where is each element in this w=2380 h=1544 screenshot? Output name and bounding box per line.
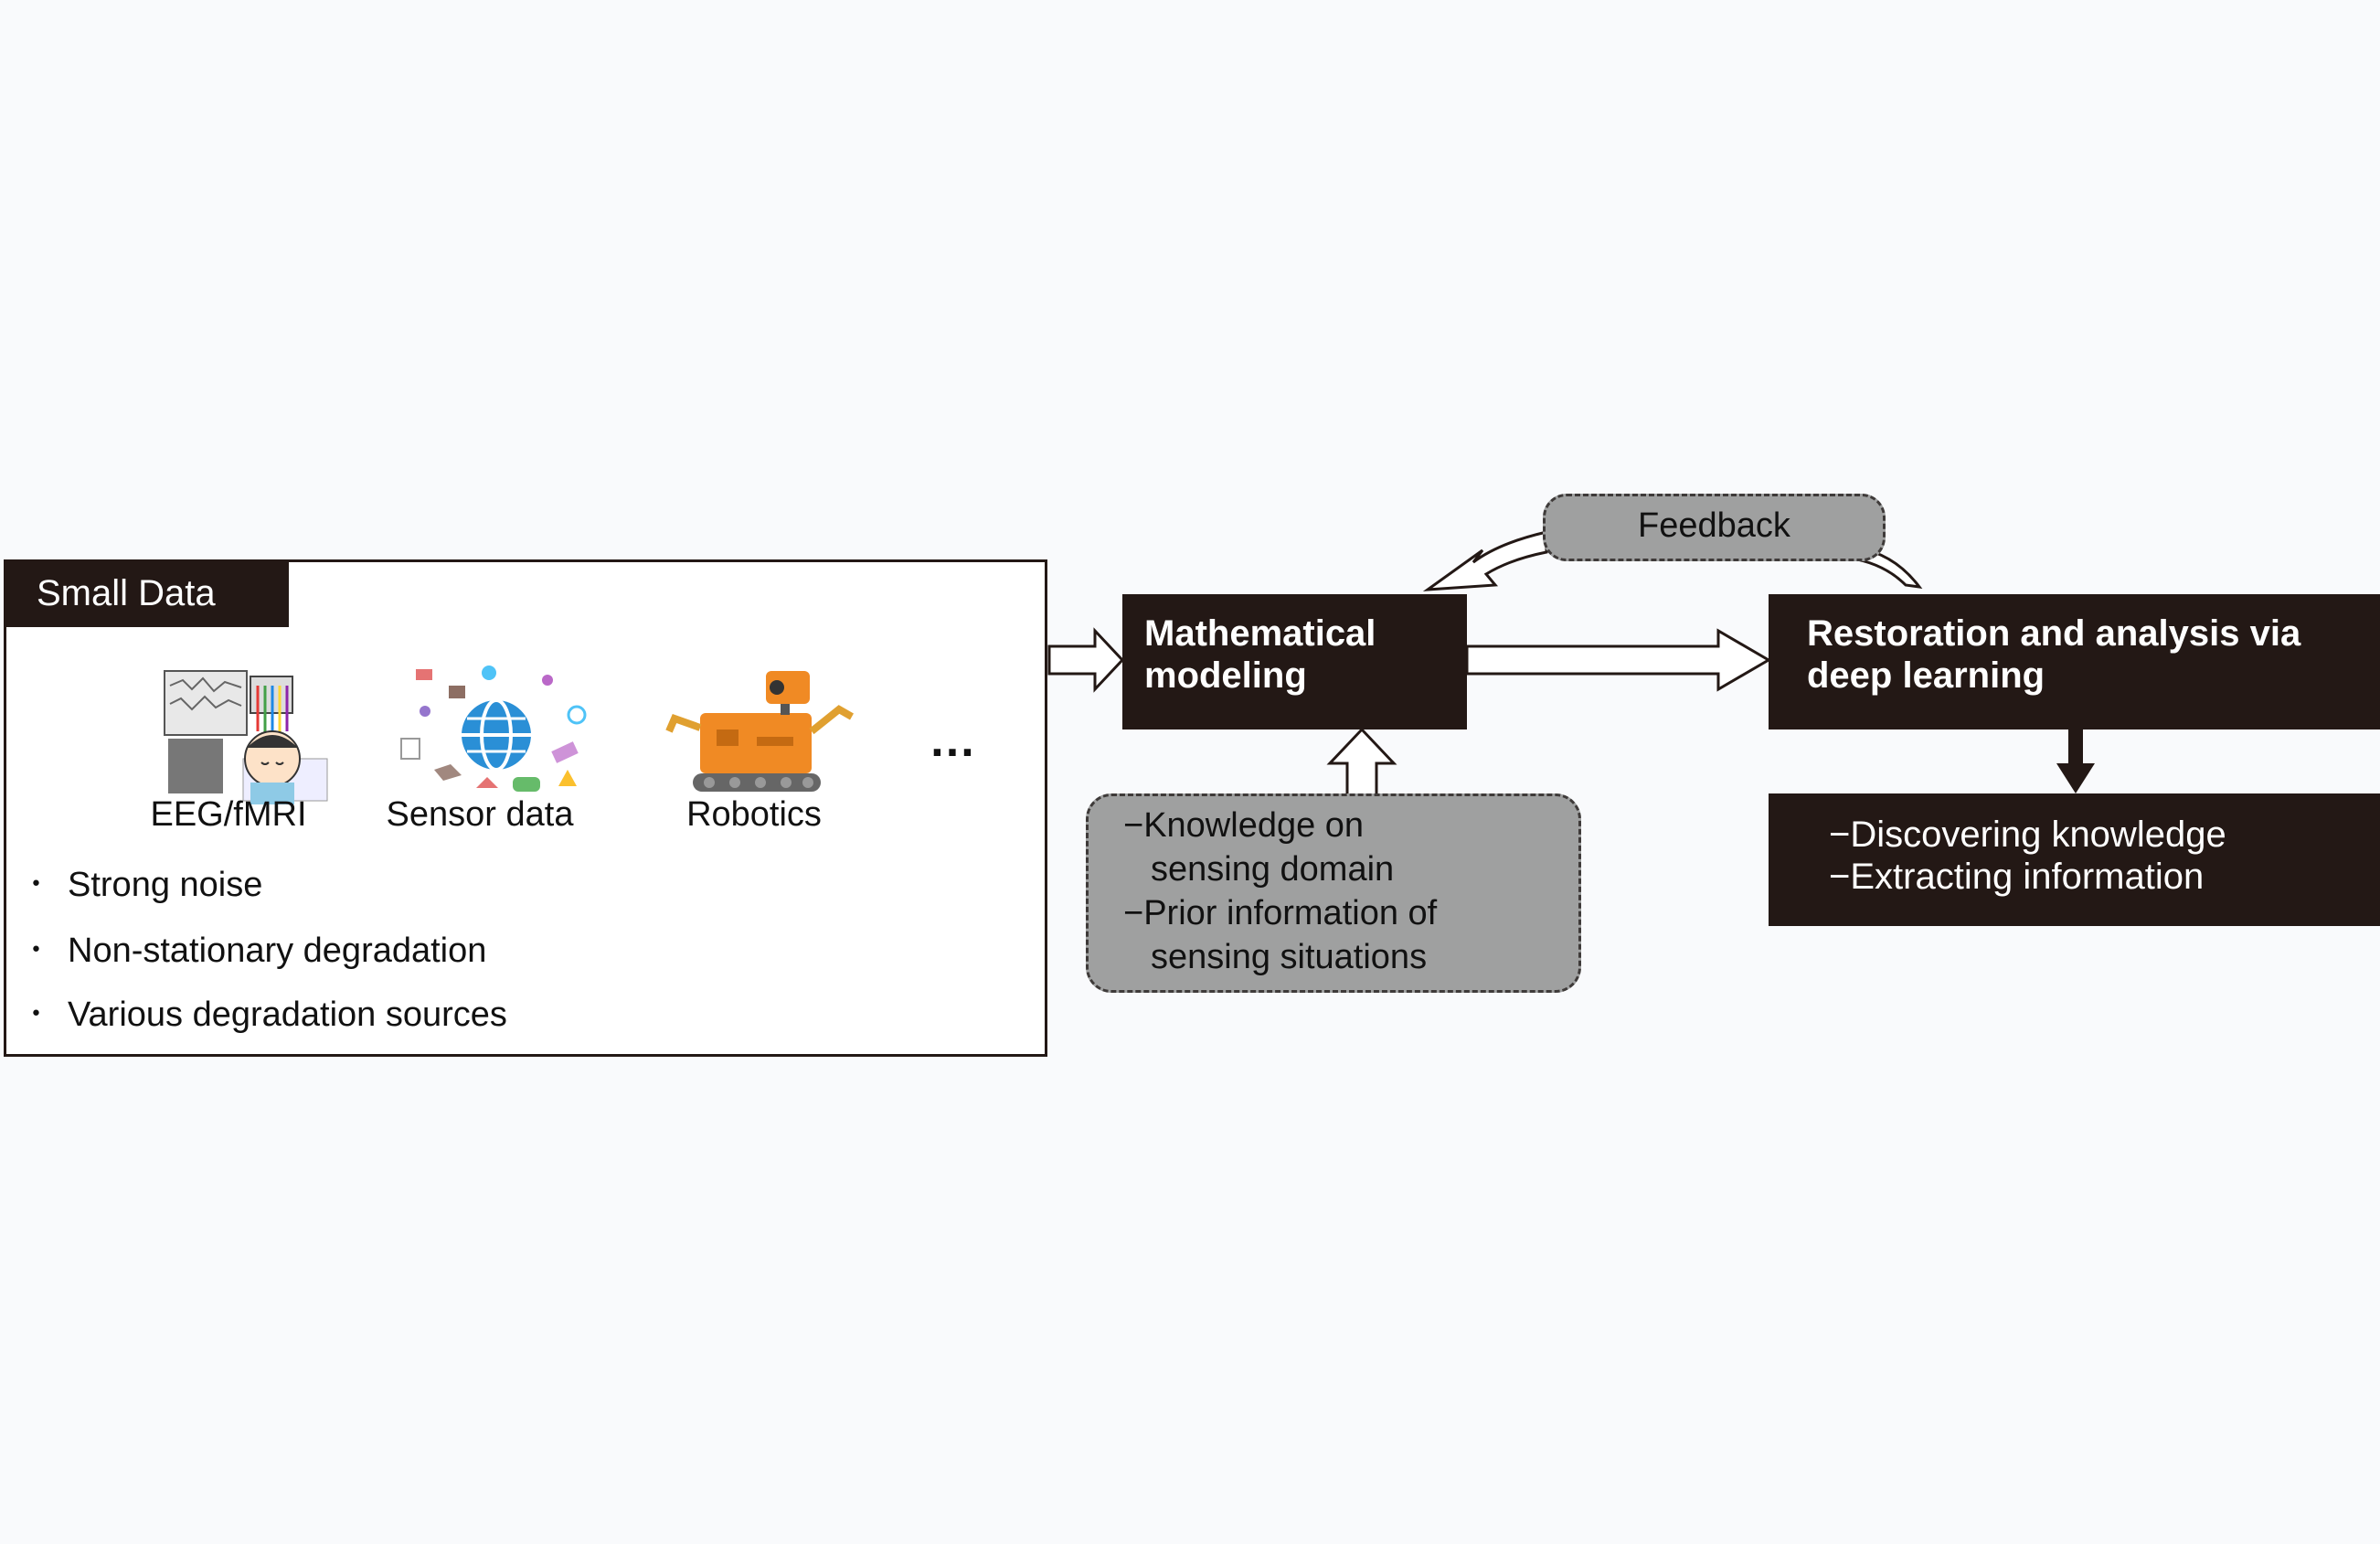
brain-scan-icon [164,670,328,804]
knowledge-line: −Knowledge on [1123,806,1365,845]
modeling-line-2: modeling [1144,655,1307,696]
restoration-analysis-box: Restoration and analysis via deep learni… [1769,594,2380,729]
arrow-to-modeling [1047,627,1125,693]
small-data-panel [4,559,1047,1057]
small-data-title: Small Data [4,559,289,627]
outcomes-box: −Discovering knowledge −Extracting infor… [1769,793,2380,926]
mathematical-modeling-box: Mathematical modeling [1122,594,1467,729]
feedback-box: Feedback [1543,494,1886,561]
modeling-line-1: Mathematical [1144,613,1376,654]
bullet-text: Various degradation sources [68,996,507,1034]
bullet-item: ･ Strong noise [27,856,262,906]
robot-icon [665,671,854,792]
category-label-sensor: Sensor data [386,795,574,834]
knowledge-line: −Prior information of [1123,894,1438,932]
bullet-mark: ･ [27,996,46,1034]
outcome-line: −Extracting information [1829,857,2205,897]
bullet-text: Strong noise [68,866,263,904]
arrow-to-outcomes [2056,729,2095,793]
feedback-arrow-left [1422,530,1548,591]
iot-globe-icon [400,666,587,792]
bullet-item: ･ Non-stationary degradation [27,921,486,972]
category-label-robotics: Robotics [686,795,822,834]
category-label-eeg: EEG/fMRI [150,795,307,834]
arrow-to-restoration [1465,628,1771,692]
more-ellipsis: … [929,714,976,767]
restoration-line-2: deep learning [1807,655,2045,696]
knowledge-line: sensing domain [1151,850,1395,889]
outcome-line: −Discovering knowledge [1829,815,2226,855]
arrow-knowledge-up [1326,727,1397,797]
bullet-mark: ･ [27,932,46,970]
domain-knowledge-box: −Knowledge on sensing domain −Prior info… [1086,793,1581,993]
bullet-mark: ･ [27,866,46,904]
bullet-item: ･ Various degradation sources [27,985,507,1036]
knowledge-line: sensing situations [1151,938,1428,976]
restoration-line-1: Restoration and analysis via [1807,613,2301,654]
bullet-text: Non-stationary degradation [68,932,487,970]
